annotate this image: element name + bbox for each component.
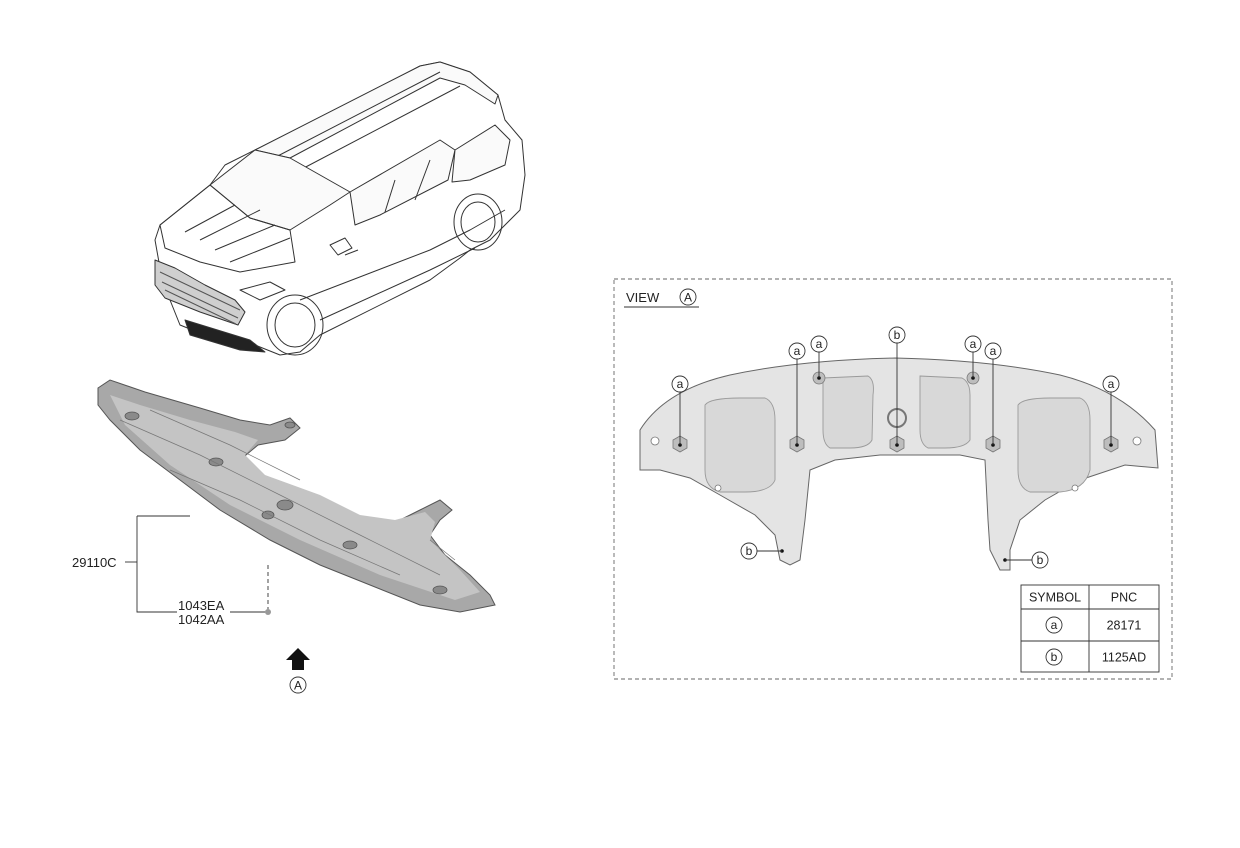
svg-text:a: a <box>1108 377 1115 391</box>
svg-text:a: a <box>990 344 997 358</box>
svg-text:a: a <box>677 377 684 391</box>
part-leaders <box>125 515 269 613</box>
svg-text:b: b <box>894 328 901 342</box>
vehicle-illustration <box>154 61 526 356</box>
view-label-ref-circle <box>679 288 697 306</box>
view-direction-arrow-icon <box>286 648 310 670</box>
view-label-ref: A <box>684 291 692 305</box>
callout-b-2: b <box>740 542 758 560</box>
callout-b-1: b <box>888 326 906 344</box>
part-no-29110c: 29110C <box>72 555 117 570</box>
svg-text:a: a <box>794 344 801 358</box>
svg-text:a: a <box>816 337 823 351</box>
under-cover-flat <box>639 357 1159 571</box>
callout-a-3: a <box>810 335 828 353</box>
view-ref-letter: A <box>294 679 302 693</box>
svg-text:a: a <box>970 337 977 351</box>
view-label: VIEW <box>626 290 660 305</box>
under-cover-isometric <box>97 379 496 613</box>
part-no-1042aa: 1042AA <box>178 612 225 627</box>
view-ref-circle <box>289 676 307 694</box>
part-no-1043ea: 1043EA <box>178 598 225 613</box>
table-row-2-symbol: b <box>1051 650 1058 664</box>
callout-a-2: a <box>788 342 806 360</box>
view-a-panel <box>613 278 1173 680</box>
svg-text:b: b <box>1037 553 1044 567</box>
callout-leaders <box>679 343 1112 561</box>
fastener-dot <box>265 609 271 615</box>
table-header-pnc: PNC <box>1111 591 1137 605</box>
table-row-2-pnc: 1125AD <box>1102 651 1146 665</box>
callout-a-4: a <box>964 335 982 353</box>
callout-a-5: a <box>984 342 1002 360</box>
symbol-pnc-table: SYMBOL PNC a 28171 b 1125AD <box>1020 584 1160 673</box>
table-row-1-pnc: 28171 <box>1107 619 1142 633</box>
callout-b-3: b <box>1031 551 1049 569</box>
table-row-1-symbol: a <box>1051 618 1058 632</box>
callout-a-1: a <box>671 375 689 393</box>
table-header-symbol: SYMBOL <box>1029 591 1081 605</box>
svg-text:b: b <box>746 544 753 558</box>
callout-a-6: a <box>1102 375 1120 393</box>
